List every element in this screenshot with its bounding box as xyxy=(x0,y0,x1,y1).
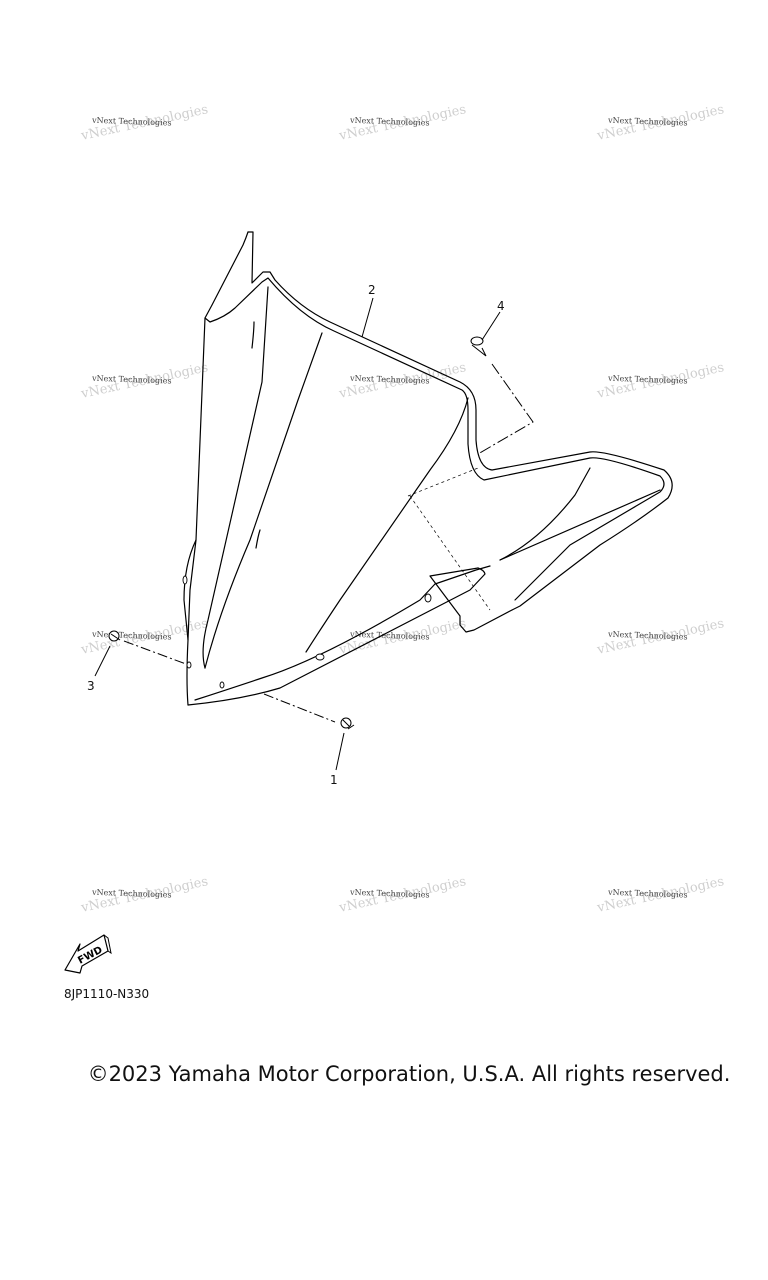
fwd-arrow-icon: FWD xyxy=(64,934,112,974)
callout-4: 4 xyxy=(497,299,505,313)
bolt-part-1 xyxy=(263,693,355,771)
callout-2: 2 xyxy=(368,283,376,297)
watermark-text: vNext Technologies xyxy=(349,630,430,642)
watermark-text: vNext Technologies xyxy=(349,374,430,386)
hole xyxy=(315,653,325,661)
hole xyxy=(182,575,188,585)
copyright-notice: ©2023 Yamaha Motor Corporation, U.S.A. A… xyxy=(87,1062,731,1086)
watermark-text: vNext Technologies xyxy=(607,116,688,128)
rivet-part-4 xyxy=(470,311,534,455)
part-code: 8JP1110-N330 xyxy=(64,987,150,1001)
hole xyxy=(219,681,225,689)
callout-1: 1 xyxy=(330,773,338,787)
hidden-lines xyxy=(407,467,491,611)
watermark-text: vNext Technologies xyxy=(91,630,172,642)
hole xyxy=(424,593,432,603)
watermark-text: vNext Technologies xyxy=(607,630,688,642)
watermark-text: vNext Technologies xyxy=(349,888,430,900)
leader-2 xyxy=(361,297,374,338)
nut-part-3 xyxy=(94,630,187,677)
mounting-holes xyxy=(182,575,432,689)
hole xyxy=(186,661,192,669)
watermark-text: vNext Technologies xyxy=(607,374,688,386)
watermark-text: vNext Technologies xyxy=(91,374,172,386)
windshield-part xyxy=(183,231,673,706)
callout-3: 3 xyxy=(87,679,95,693)
watermark-text: vNext Technologies xyxy=(91,116,172,128)
watermark-text: vNext Technologies xyxy=(91,888,172,900)
watermark-text: vNext Technologies xyxy=(607,888,688,900)
watermark-text: vNext Technologies xyxy=(349,116,430,128)
